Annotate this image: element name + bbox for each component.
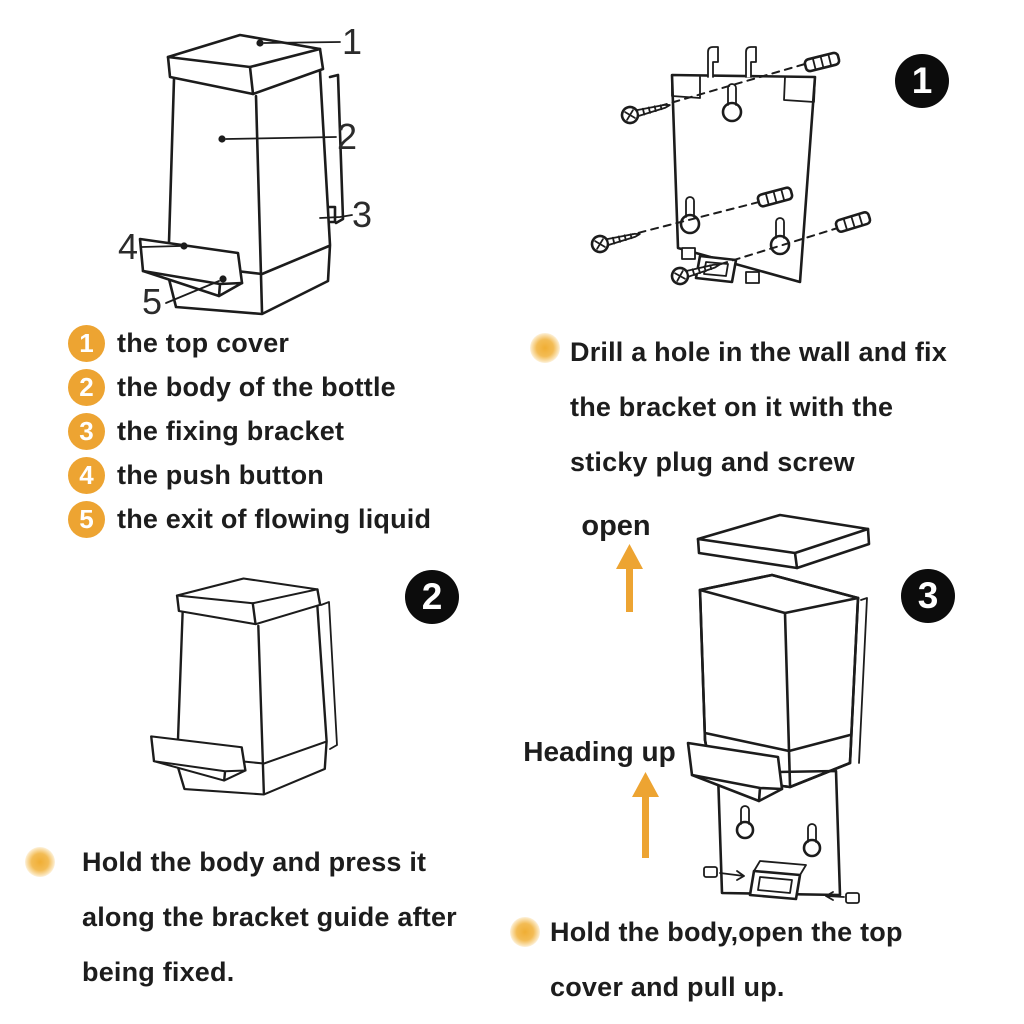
parts-diagram-figure <box>138 33 353 316</box>
step-3-line-1: Hold the body,open the top <box>550 917 903 947</box>
dispenser-drawing <box>150 577 328 796</box>
bullet-dot <box>510 917 540 947</box>
legend-item-label: the body of the bottle <box>117 371 396 402</box>
callout-3-label: 3 <box>351 194 373 235</box>
callout-2-label: 2 <box>336 116 358 157</box>
callout-lines <box>141 39 353 304</box>
callout-4-label: 4 <box>117 226 139 267</box>
step-1-badge: 1 <box>895 54 949 108</box>
step-2-badge: 2 <box>405 570 459 624</box>
callout-1-label: 1 <box>341 21 363 62</box>
dispenser-drawing <box>138 33 332 316</box>
step-3-badge: 3 <box>901 569 955 623</box>
screw-trajectory-lines <box>625 63 842 269</box>
step-1-text: Drill a hole in the wall and fix the bra… <box>570 325 947 490</box>
screw-drawing <box>620 103 671 125</box>
step-2-text: Hold the body and press it along the bra… <box>82 835 457 1000</box>
push-button-drawing <box>686 741 784 803</box>
bracket-plate-drawing <box>670 46 817 284</box>
wall-plug-drawing <box>834 210 872 234</box>
legend-number-badge: 1 <box>68 324 105 362</box>
step-2-line-3: being fixed. <box>82 957 235 987</box>
legend-number-badge: 5 <box>68 500 105 538</box>
up-arrow-icon <box>632 772 659 858</box>
wall-bracket-drawing <box>703 769 860 904</box>
bullet-dot <box>25 847 55 877</box>
legend-number-badge: 2 <box>68 368 105 406</box>
wall-plug-drawing <box>756 186 794 208</box>
step3-dispenser-figure <box>686 513 871 904</box>
legend-item-2: 2 the body of the bottle <box>68 368 396 406</box>
bullet-dot <box>530 333 560 363</box>
wall-plug-drawing <box>803 51 841 73</box>
legend-item-label: the top cover <box>117 327 290 358</box>
legend-item-label: the fixing bracket <box>117 415 345 446</box>
step2-dispenser-figure <box>150 577 338 796</box>
legend-item-5: 5 the exit of flowing liquid <box>68 500 431 538</box>
legend-number-badge: 3 <box>68 412 105 450</box>
step-1-line-3: sticky plug and screw <box>570 447 855 477</box>
heading-up-label: Heading up <box>523 736 676 767</box>
up-arrow-icon <box>616 544 643 612</box>
step-2-line-2: along the bracket guide after <box>82 902 457 932</box>
callout-5-label: 5 <box>141 281 163 322</box>
step-2-line-1: Hold the body and press it <box>82 847 427 877</box>
legend-item-1: 1 the top cover <box>68 324 289 362</box>
step-1-line-2: the bracket on it with the <box>570 392 894 422</box>
step-3-line-2: cover and pull up. <box>550 972 785 1002</box>
screw-drawing <box>670 263 721 286</box>
bracket-guide-edge-drawing <box>320 601 338 750</box>
legend-item-label: the exit of flowing liquid <box>117 503 432 534</box>
step-3-text: Hold the body,open the top cover and pul… <box>550 905 903 1015</box>
legend-item-label: the push button <box>117 459 324 490</box>
top-cover-drawing <box>696 513 871 570</box>
open-label: open <box>581 510 651 542</box>
step-1-line-1: Drill a hole in the wall and fix <box>570 337 947 367</box>
legend-number-badge: 4 <box>68 456 105 494</box>
step1-bracket-figure <box>590 46 872 286</box>
legend-item-3: 3 the fixing bracket <box>68 412 344 450</box>
legend-item-4: 4 the push button <box>68 456 324 494</box>
screw-drawing <box>590 232 641 254</box>
